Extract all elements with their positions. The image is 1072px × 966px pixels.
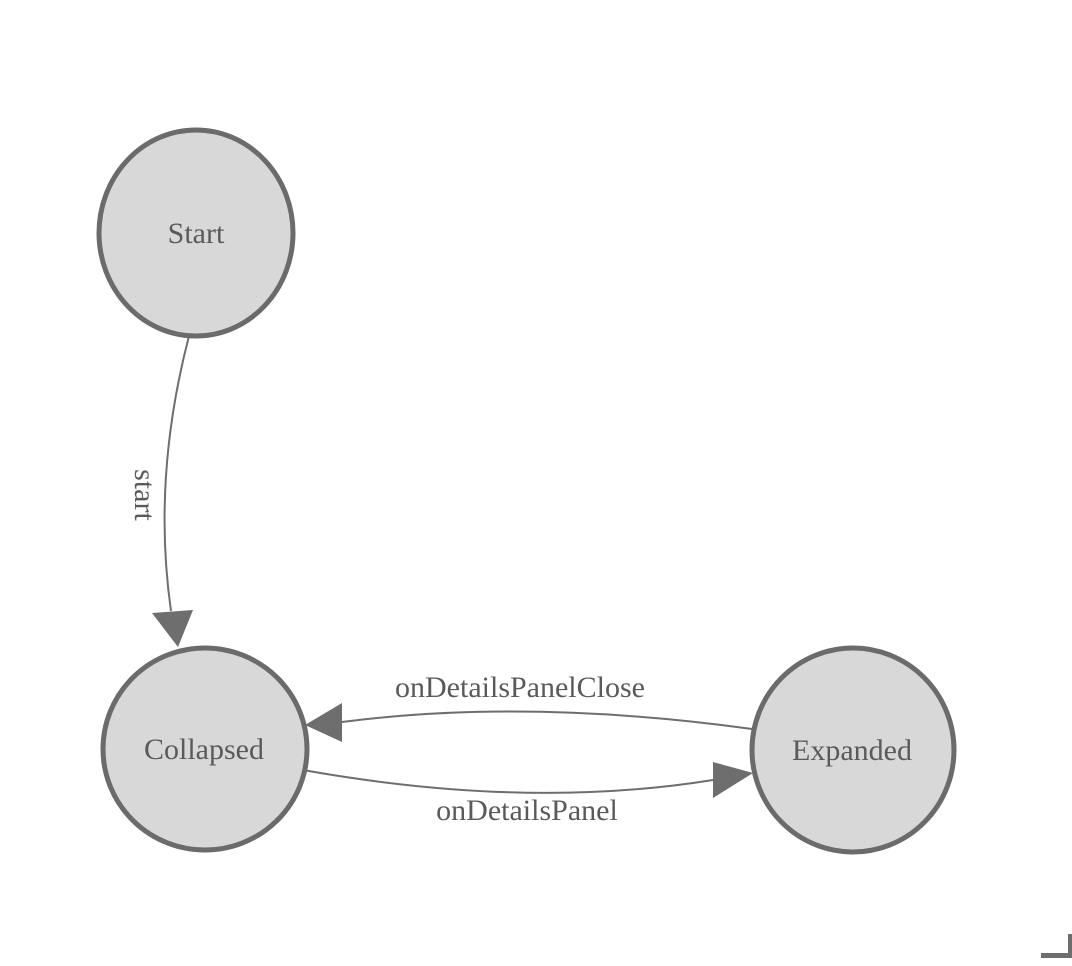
- edge-start-to-collapsed-line: [163, 335, 190, 612]
- node-collapsed[interactable]: Collapsed: [100, 645, 310, 853]
- node-start-label: Start: [168, 217, 225, 250]
- edge-collapsed-to-expanded: onDetailsPanel: [302, 762, 753, 827]
- edge-label-ondetailspanelclose: onDetailsPanelClose: [395, 671, 645, 704]
- edge-collapsed-to-expanded-arrowhead-icon: [713, 762, 753, 798]
- edge-collapsed-to-expanded-line: [302, 769, 714, 794]
- edge-expanded-to-collapsed-line: [341, 710, 753, 730]
- edge-label-start: start: [128, 469, 161, 521]
- edge-expanded-to-collapsed-arrowhead-icon: [305, 703, 342, 742]
- node-expanded-circle[interactable]: [749, 645, 957, 855]
- node-collapsed-circle[interactable]: [100, 645, 310, 853]
- edge-label-ondetailspanel: onDetailsPanel: [436, 794, 618, 827]
- canvas-corner-mark-vertical: [1068, 934, 1072, 958]
- node-start[interactable]: Start: [96, 127, 296, 339]
- edge-start-to-collapsed: start: [128, 335, 193, 647]
- canvas-corner-mark: [1041, 934, 1072, 958]
- node-collapsed-label: Collapsed: [144, 733, 264, 766]
- node-expanded[interactable]: Expanded: [749, 645, 957, 855]
- node-expanded-label: Expanded: [792, 734, 912, 767]
- edge-expanded-to-collapsed: onDetailsPanelClose: [305, 671, 753, 742]
- edge-start-to-collapsed-arrowhead-icon: [152, 610, 193, 647]
- node-start-circle[interactable]: [96, 127, 296, 339]
- canvas-corner-mark-horizontal: [1041, 953, 1072, 958]
